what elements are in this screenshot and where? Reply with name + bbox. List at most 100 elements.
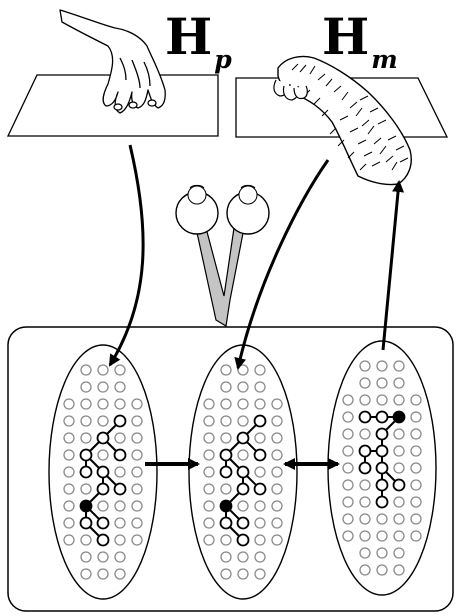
neuron-inactive <box>64 518 74 528</box>
neuron-connected <box>238 467 249 478</box>
neuron-connected <box>98 484 109 495</box>
neuron-inactive <box>115 433 125 443</box>
neuron-inactive <box>204 501 214 511</box>
neuron-inactive <box>272 467 282 477</box>
neuron-inactive <box>221 365 231 375</box>
neuron-inactive <box>394 361 404 371</box>
neuron-inactive <box>64 450 74 460</box>
neuron-inactive <box>221 535 231 545</box>
neuron-connected <box>115 416 126 427</box>
neuron-connected <box>377 446 388 457</box>
neuron-inactive <box>204 484 214 494</box>
neuron-inactive <box>81 484 91 494</box>
neuron-connected <box>238 433 249 444</box>
neuron-inactive <box>272 501 282 511</box>
neuron-inactive <box>411 463 421 473</box>
neuron-inactive <box>272 535 282 545</box>
neuron-inactive <box>272 450 282 460</box>
neuron-inactive <box>411 412 421 422</box>
neuron-inactive <box>343 514 353 524</box>
neuron-inactive <box>255 433 265 443</box>
neuron-connected <box>377 412 388 423</box>
neuron-inactive <box>255 569 265 579</box>
neuron-inactive <box>132 399 142 409</box>
neuron-inactive <box>204 467 214 477</box>
neuron-connected <box>98 518 109 529</box>
neuron-connected <box>221 467 232 478</box>
neuron-inactive <box>115 552 125 562</box>
neuron-inactive <box>411 497 421 507</box>
neuron-connected <box>81 467 92 478</box>
neuron-inactive <box>221 484 231 494</box>
neuron-inactive <box>238 416 248 426</box>
neuron-inactive <box>221 416 231 426</box>
neuron-inactive <box>81 365 91 375</box>
neuron-active <box>221 501 232 512</box>
neuron-inactive <box>64 416 74 426</box>
neuron-active <box>394 412 405 423</box>
neuron-connected <box>115 450 126 461</box>
neuron-inactive <box>98 450 108 460</box>
neuron-inactive <box>64 501 74 511</box>
neuron-inactive <box>238 382 248 392</box>
neuron-inactive <box>115 399 125 409</box>
neuron-inactive <box>343 395 353 405</box>
neuron-connected <box>377 429 388 440</box>
neuron-inactive <box>81 433 91 443</box>
neuron-connected <box>360 412 371 423</box>
neuron-inactive <box>115 382 125 392</box>
neuron-connected <box>238 535 249 546</box>
neuron-inactive <box>343 480 353 490</box>
neuron-inactive <box>343 446 353 456</box>
neuron-connected <box>238 484 249 495</box>
neuron-inactive <box>411 514 421 524</box>
neuron-inactive <box>411 395 421 405</box>
neuron-connected <box>81 518 92 529</box>
neuron-connected <box>255 450 266 461</box>
neuron-inactive <box>360 497 370 507</box>
neuron-inactive <box>272 518 282 528</box>
neuron-inactive <box>98 416 108 426</box>
neuron-inactive <box>343 497 353 507</box>
neuron-connected <box>98 467 109 478</box>
neuron-inactive <box>98 569 108 579</box>
neuron-connected <box>377 463 388 474</box>
neuron-inactive <box>360 395 370 405</box>
neuron-inactive <box>81 535 91 545</box>
neuron-inactive <box>132 450 142 460</box>
neuron-inactive <box>255 382 265 392</box>
neuron-inactive <box>98 365 108 375</box>
neuron-inactive <box>411 531 421 541</box>
neuron-inactive <box>115 501 125 511</box>
neuron-inactive <box>204 416 214 426</box>
neuron-inactive <box>238 569 248 579</box>
arrow-human-to-left <box>110 145 143 365</box>
neuron-inactive <box>238 501 248 511</box>
neuron-inactive <box>115 365 125 375</box>
neuron-inactive <box>81 569 91 579</box>
neuron-inactive <box>255 399 265 409</box>
neuron-inactive <box>360 361 370 371</box>
neuron-inactive <box>238 552 248 562</box>
neuron-inactive <box>255 467 265 477</box>
neuron-inactive <box>132 535 142 545</box>
neuron-inactive <box>221 433 231 443</box>
neuron-inactive <box>115 569 125 579</box>
neuron-inactive <box>81 416 91 426</box>
neuron-inactive <box>255 518 265 528</box>
neuron-inactive <box>132 416 142 426</box>
neuron-inactive <box>394 497 404 507</box>
neuron-inactive <box>204 399 214 409</box>
neuron-connected <box>377 480 388 491</box>
neuron-inactive <box>272 433 282 443</box>
neuron-inactive <box>377 531 387 541</box>
neuron-inactive <box>204 518 214 528</box>
neuron-connected <box>255 416 266 427</box>
neuron-inactive <box>360 565 370 575</box>
neuron-inactive <box>98 552 108 562</box>
neuron-inactive <box>221 382 231 392</box>
neuron-inactive <box>394 463 404 473</box>
neuron-inactive <box>272 399 282 409</box>
neuron-inactive <box>394 548 404 558</box>
